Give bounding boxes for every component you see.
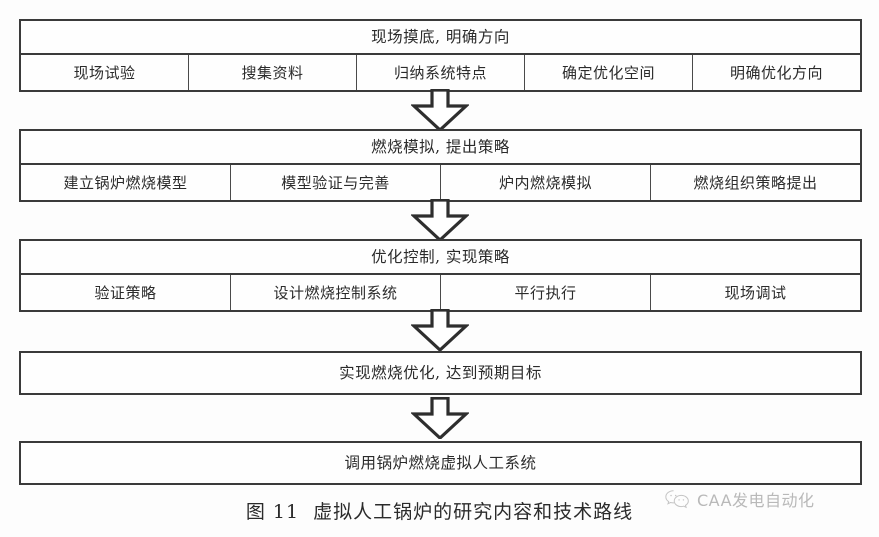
flow-cell-1-4: 确定优化空间 (525, 55, 693, 90)
flow-cell-1-2: 搜集资料 (189, 55, 357, 90)
flow-cell-2-2: 模型验证与完善 (231, 165, 441, 200)
flow-block-5: 调用锅炉燃烧虚拟人工系统 (19, 441, 862, 485)
flow-cell-2-1: 建立锅炉燃烧模型 (21, 165, 231, 200)
flow-block-2-header: 燃烧模拟, 提出策略 (371, 138, 510, 156)
watermark: CAA发电自动化 (664, 487, 815, 511)
flow-cell-3-2: 设计燃烧控制系统 (231, 275, 441, 310)
flow-block-1-header: 现场摸底, 明确方向 (371, 28, 510, 46)
flow-block-3-cells: 验证策略 设计燃烧控制系统 平行执行 现场调试 (21, 273, 860, 310)
figure-caption-text: 虚拟人工锅炉的研究内容和技术路线 (313, 501, 634, 523)
arrow-down-icon-1 (410, 89, 469, 131)
wechat-logo-icon (664, 489, 690, 509)
flow-block-4-header: 实现燃烧优化, 达到预期目标 (339, 364, 542, 382)
flow-cell-1-3: 归纳系统特点 (357, 55, 525, 90)
flow-cell-3-3: 平行执行 (441, 275, 651, 310)
flow-cell-3-4: 现场调试 (724, 284, 787, 302)
flow-block-3-header: 优化控制, 实现策略 (371, 248, 510, 266)
flow-block-1: 现场摸底, 明确方向 现场试验 搜集资料 归纳系统特点 确定优化空间 明确优化方… (19, 19, 862, 92)
watermark-text: CAA发电自动化 (697, 491, 815, 510)
arrow-down-icon-4 (410, 397, 469, 439)
flow-block-4: 实现燃烧优化, 达到预期目标 (19, 351, 862, 395)
flow-block-1-cells: 现场试验 搜集资料 归纳系统特点 确定优化空间 明确优化方向 (21, 53, 860, 90)
flow-block-2: 燃烧模拟, 提出策略 建立锅炉燃烧模型 模型验证与完善 炉内燃烧模拟 燃烧组织策… (19, 129, 862, 202)
flow-cell-1-5: 明确优化方向 (729, 64, 823, 82)
flow-block-2-cells: 建立锅炉燃烧模型 模型验证与完善 炉内燃烧模拟 燃烧组织策略提出 (21, 163, 860, 200)
figure-caption: 图 11 虚拟人工锅炉的研究内容和技术路线 (0, 497, 879, 524)
flow-cell-3-1: 验证策略 (21, 275, 231, 310)
flow-cell-2-4: 燃烧组织策略提出 (693, 174, 818, 192)
figure-caption-number: 图 11 (245, 501, 300, 523)
flow-block-5-header: 调用锅炉燃烧虚拟人工系统 (344, 454, 537, 472)
flow-cell-2-3: 炉内燃烧模拟 (441, 165, 651, 200)
flow-block-3: 优化控制, 实现策略 验证策略 设计燃烧控制系统 平行执行 现场调试 (19, 239, 862, 312)
flow-cell-1-1: 现场试验 (21, 55, 189, 90)
arrow-down-icon-3 (410, 309, 469, 351)
arrow-down-icon-2 (410, 199, 469, 241)
